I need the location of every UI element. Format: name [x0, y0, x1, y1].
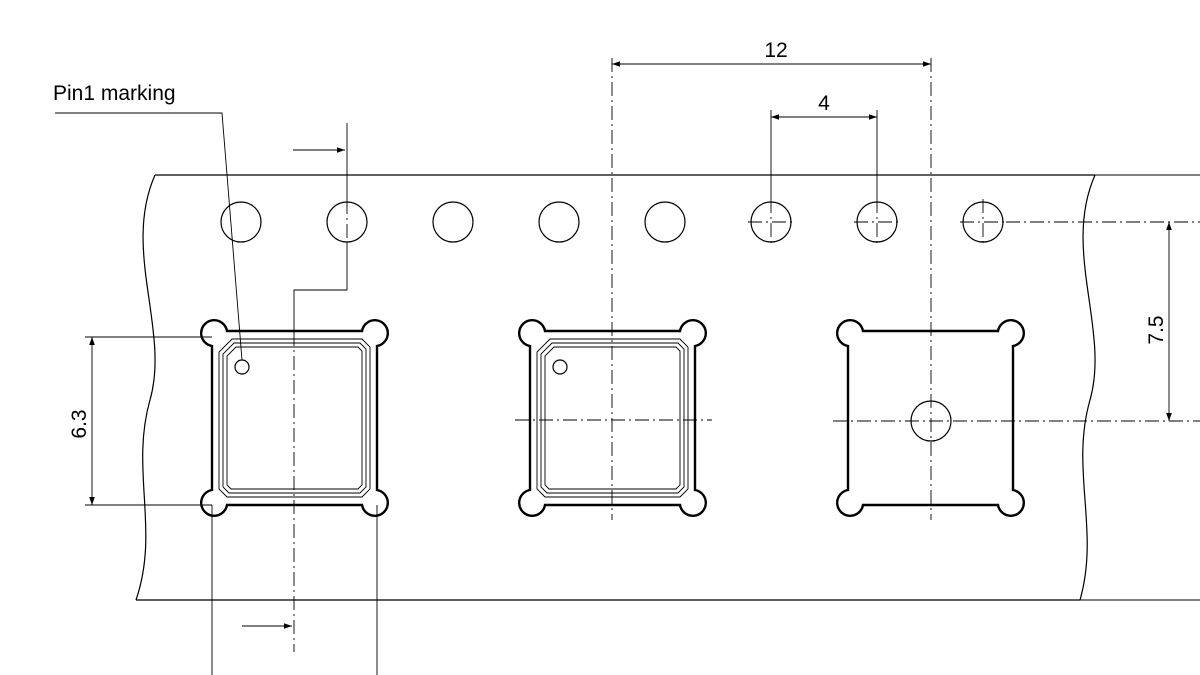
dimension-label-12: 12	[764, 39, 787, 62]
pin1-marking-dot	[552, 359, 568, 375]
component-outline	[544, 346, 681, 490]
component-outline	[540, 342, 685, 494]
dimension-label-4: 4	[818, 92, 830, 115]
sprocket-hole	[432, 201, 474, 243]
pocket-offset-reference	[242, 123, 348, 652]
component-outline	[536, 338, 689, 498]
sprocket-hole	[220, 201, 262, 243]
dimension-sprocket-pitch: 4	[770, 92, 878, 199]
dimension-label-6-3: 6.3	[68, 409, 91, 438]
pocket-outline	[517, 318, 708, 518]
pocket-width-extensions	[211, 505, 378, 675]
dimension-pocket-pitch: 12	[611, 39, 932, 520]
pocket-outline	[199, 318, 390, 518]
component-outline	[222, 342, 367, 494]
offset-leader	[293, 244, 348, 332]
pocket-1	[199, 318, 390, 518]
pocket-3	[833, 318, 1200, 518]
pocket-outline	[835, 318, 1026, 518]
carrier-tape	[135, 174, 1200, 601]
pocket-2	[515, 318, 712, 518]
pin1-marking-label: Pin1 marking	[53, 82, 176, 105]
component-outline	[218, 338, 371, 498]
sprocket-hole	[644, 201, 686, 243]
sprocket-center-marks	[346, 199, 1006, 245]
tape-right-break	[1079, 174, 1096, 601]
dimension-pocket-size: 6.3	[68, 336, 212, 506]
pin1-leader	[55, 112, 243, 361]
component-outline	[226, 346, 363, 490]
dimension-hole-to-center: 7.5	[1006, 221, 1200, 421]
dimension-label-7-5: 7.5	[1145, 315, 1168, 344]
pin1-callout: Pin1 marking	[53, 82, 243, 361]
tape-left-break	[135, 174, 156, 601]
sprocket-hole	[538, 201, 580, 243]
pin1-marking-dot	[234, 359, 250, 375]
